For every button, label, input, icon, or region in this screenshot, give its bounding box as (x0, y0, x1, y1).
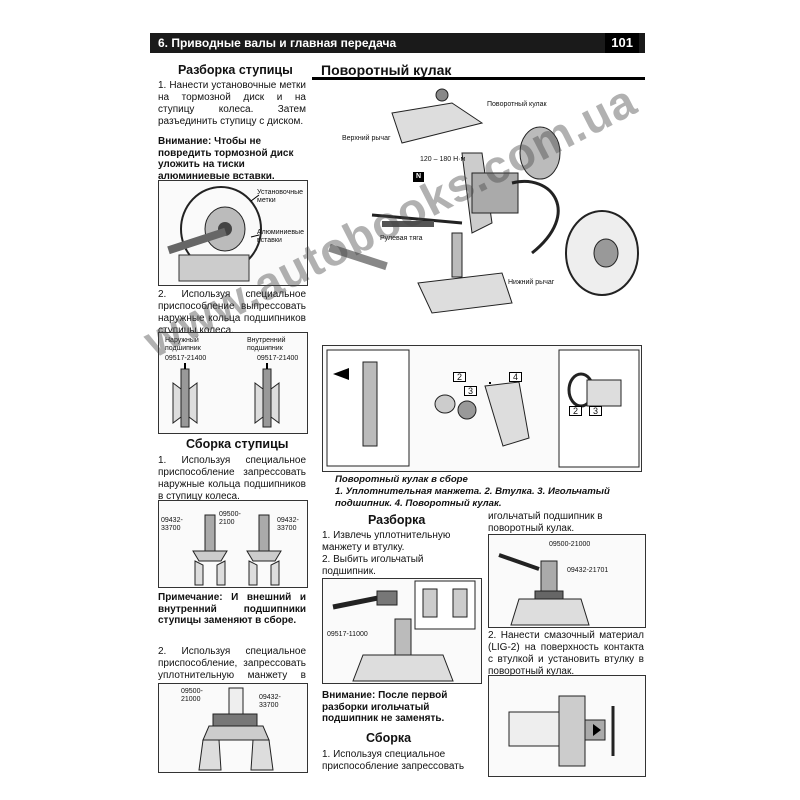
col2-continuation: игольчатый подшипник в поворотный кулак. (488, 511, 603, 534)
figure-caption-title: Поворотный кулак в сборе (335, 474, 468, 485)
figure-needle-bearing-install: 09500-21000 09432-21701 (488, 534, 646, 628)
figure-bushing-install (488, 675, 646, 777)
chapter-title: 6. Приводные валы и главная передача (158, 36, 397, 50)
figure-hub-in-vise: Установочные метки Алюминиевые вставки (158, 180, 308, 286)
figure-knuckle-exploded: 2 3 4 2 3 (322, 345, 642, 472)
hub-assembly-note: Примечание: И внешний и внутренний подши… (158, 592, 306, 626)
label-tool-b: 09500-2100 (219, 511, 241, 526)
bearing-install-drawing (192, 514, 282, 586)
bearing-removal-drawing (172, 363, 280, 428)
section-rule (312, 77, 645, 80)
hub-disassembly-step2: 2. Используя специальное приспособление … (158, 289, 306, 336)
label-seal-tool-b: 09432-33700 (259, 694, 281, 709)
label-tool-a: 09432-33700 (161, 517, 183, 532)
hub-assembly-title: Сборка ступицы (186, 437, 289, 451)
label-n-mark: N (413, 172, 425, 182)
label-install-tool-a: 09500-21000 (549, 541, 591, 548)
col2-step2: 2. Нанести смазочный материал (LIG-2) на… (488, 630, 644, 677)
label-inner-tool-code: 09517-21400 (257, 355, 299, 362)
label-tool-c: 09432-33700 (277, 517, 299, 532)
hub-disassembly-step1: 1. Нанести установочные метки на тормозн… (158, 80, 306, 127)
bushing-install-drawing (508, 695, 615, 767)
hub-assembly-step1: 1. Используя специальное приспособление … (158, 455, 306, 502)
knuckle-assembly-step1: 1. Используя специальное приспособление … (322, 749, 465, 772)
knuckle-section-title: Поворотный кулак (321, 62, 452, 78)
knuckle-disassembly-step1: 1. Извлечь уплотнительную манжету и втул… (322, 530, 451, 553)
label-lower-arm: Нижний рычаг (508, 279, 555, 286)
label-drift-tool: 09517-11000 (327, 631, 368, 638)
needle-bearing-install-drawing (498, 553, 590, 626)
figure-caption-text: 1. Уплотнительная манжета. 2. Втулка. 3.… (335, 486, 610, 509)
label-aluminum-inserts: Алюминиевые вставки (257, 229, 304, 244)
exploded-num-3b: 3 (589, 406, 603, 416)
seal-install-drawing (198, 687, 274, 771)
figure-seal-install: 09500-21000 09432-33700 (158, 683, 308, 773)
figure-knuckle-assembly: Поворотный кулак Верхний рычаг 120 – 180… (322, 83, 644, 339)
knuckle-disassembly-step2: 2. Выбить игольчатый подшипник. (322, 554, 424, 577)
label-steering-knuckle: Поворотный кулак (487, 101, 547, 108)
hub-disassembly-title: Разборка ступицы (178, 63, 293, 77)
label-tie-rod: Рулевая тяга (380, 235, 423, 242)
knuckle-assembly-drawing (328, 88, 639, 314)
exploded-num-2b: 2 (569, 406, 583, 416)
knuckle-exploded-drawing (326, 349, 640, 468)
knuckle-disassembly-warning: Внимание: После первой разборки игольчат… (322, 690, 448, 724)
label-inner-bearing: Внутренний подшипник (247, 337, 286, 352)
exploded-num-4: 4 (509, 372, 523, 382)
figure-bearing-race-removal: Наружный подшипник 09517-21400 Внутренни… (158, 332, 308, 434)
page-number: 101 (605, 33, 639, 53)
label-outer-tool-code: 09517-21400 (165, 355, 207, 362)
knuckle-assembly-title: Сборка (366, 731, 412, 745)
chapter-header-bar: 6. Приводные валы и главная передача 101 (150, 33, 645, 53)
label-install-tool-b: 09432-21701 (567, 567, 609, 574)
hub-vise-drawing (167, 186, 262, 282)
exploded-num-2: 2 (453, 372, 467, 382)
label-upper-arm: Верхний рычаг (342, 135, 391, 142)
label-alignment-marks: Установочные метки (257, 189, 304, 204)
label-torque: 120 – 180 Н·м (420, 156, 466, 163)
needle-bearing-removal-drawing (332, 580, 476, 682)
knuckle-disassembly-title: Разборка (368, 513, 426, 527)
label-outer-bearing: Наружный подшипник (165, 337, 201, 352)
figure-needle-bearing-removal: 09517-11000 (322, 578, 482, 684)
figure-bearing-race-install: 09432-33700 09500-2100 09432-33700 (158, 500, 308, 588)
hub-disassembly-warning: Внимание: Чтобы не повредить тормозной д… (158, 136, 294, 182)
label-seal-tool-a: 09500-21000 (181, 688, 203, 703)
exploded-num-3: 3 (464, 386, 478, 396)
